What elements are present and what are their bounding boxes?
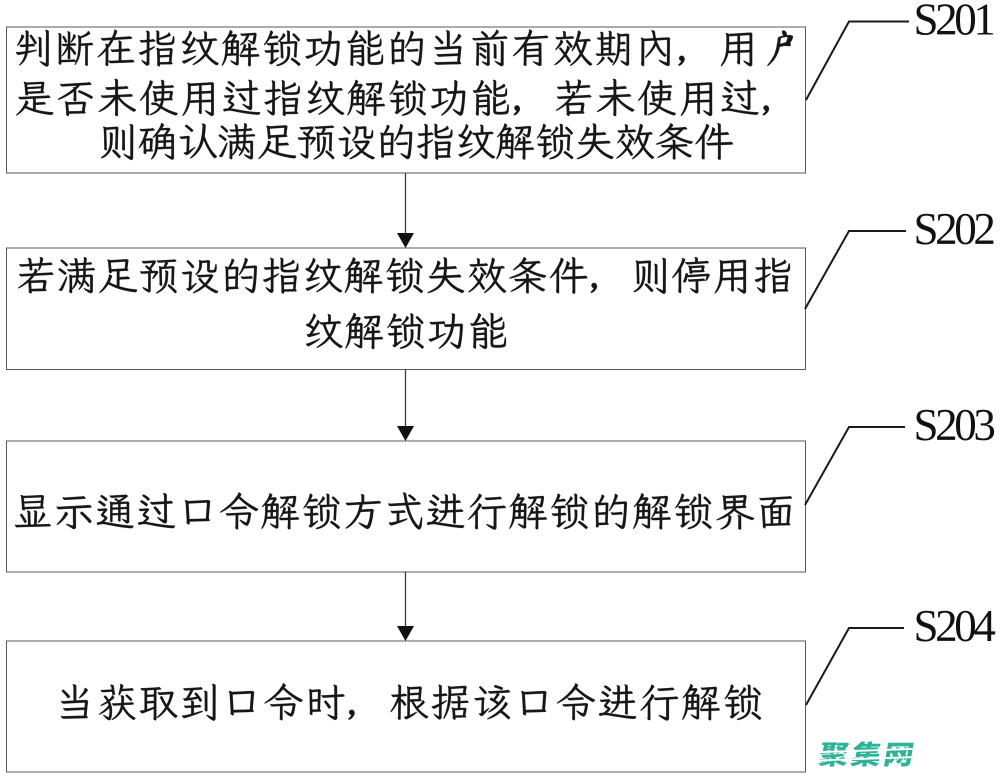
svg-text:S201: S201	[914, 0, 994, 45]
svg-text:S202: S202	[914, 204, 995, 254]
svg-text:S204: S204	[914, 601, 996, 651]
svg-text:S203: S203	[914, 400, 995, 450]
